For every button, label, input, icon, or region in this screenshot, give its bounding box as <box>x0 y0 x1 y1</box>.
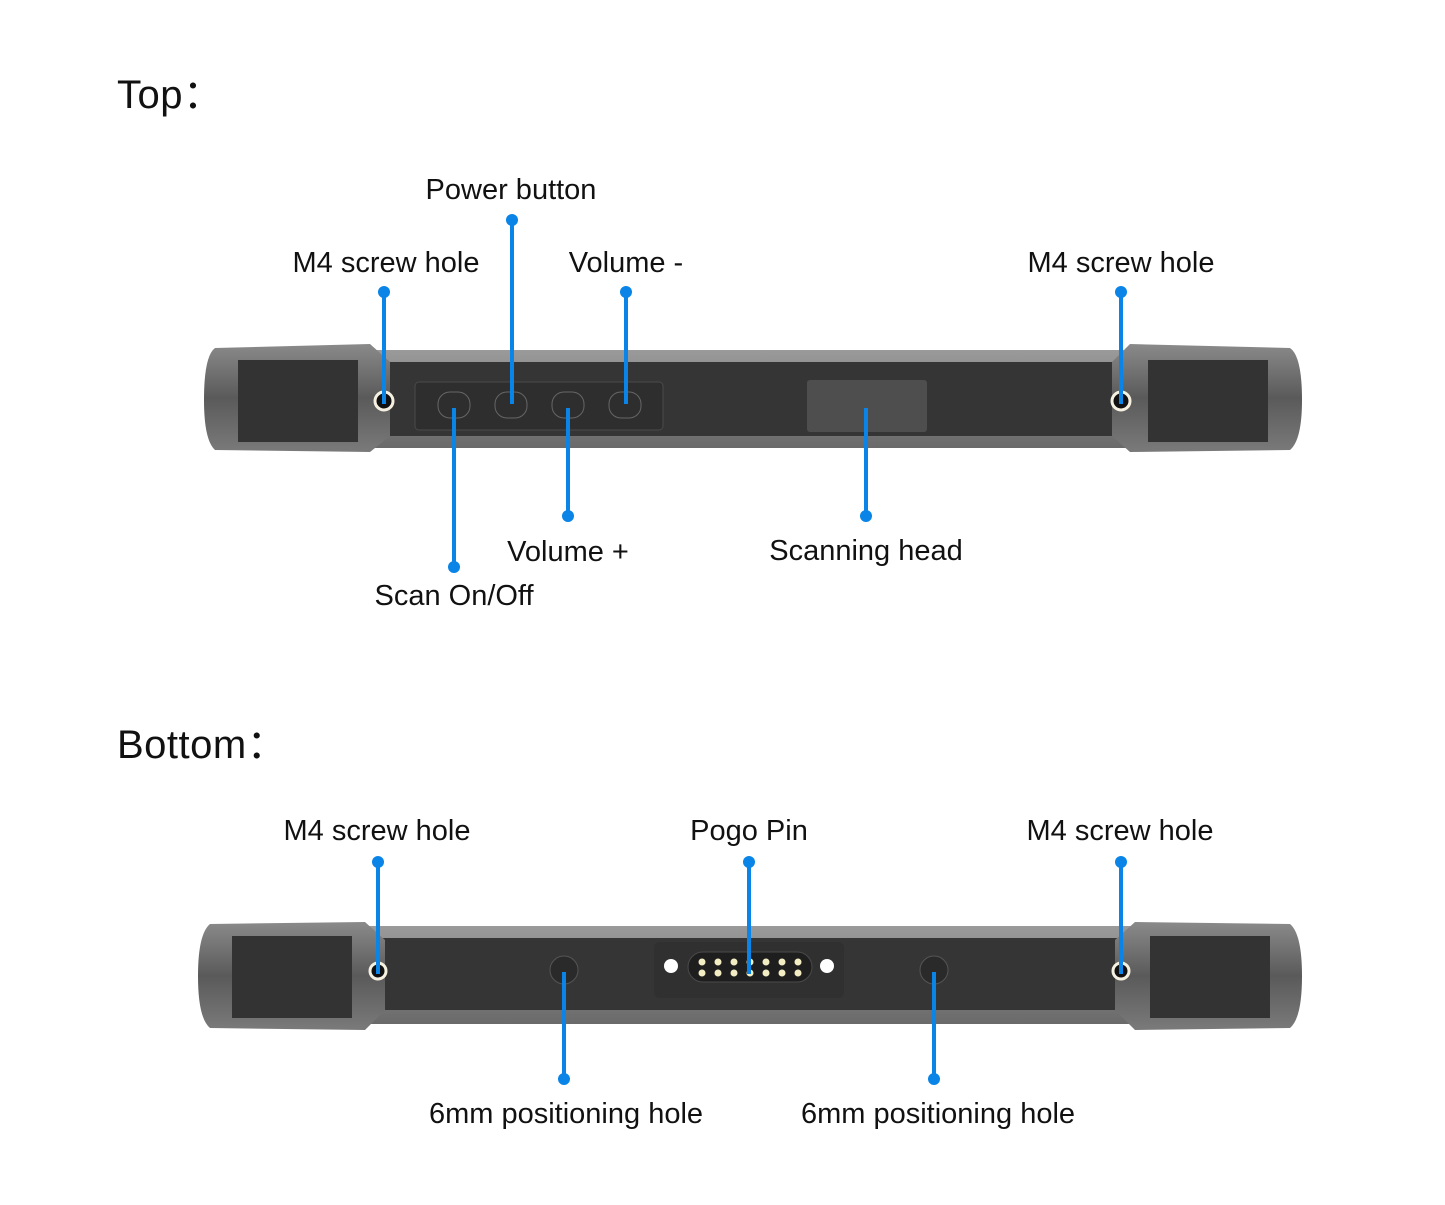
pogo-pin-contact <box>794 969 802 977</box>
pogo-pin-contact <box>714 958 722 966</box>
label-volume-minus: Volume - <box>568 247 684 279</box>
label-bottom-m4-right: M4 screw hole <box>1026 815 1214 847</box>
pogo-guide-left <box>664 959 678 973</box>
pogo-pin-contact <box>698 969 706 977</box>
bottom-left-cap-inner <box>232 936 352 1018</box>
pogo-pin-contact <box>714 969 722 977</box>
top-right-cap-inner <box>1148 360 1268 442</box>
pogo-pin-contact <box>762 969 770 977</box>
pogo-pin-contact <box>730 958 738 966</box>
pogo-pin-contact <box>794 958 802 966</box>
pogo-pin-contact <box>698 958 706 966</box>
label-top-m4-right: M4 screw hole <box>1027 247 1215 279</box>
label-top-m4-left: M4 screw hole <box>292 247 480 279</box>
pogo-pin-contact <box>778 958 786 966</box>
bottom-right-cap-inner <box>1150 936 1270 1018</box>
label-positioning-right: 6mm positioning hole <box>800 1098 1076 1130</box>
label-positioning-left: 6mm positioning hole <box>428 1098 704 1130</box>
label-scanning-head: Scanning head <box>769 535 963 567</box>
top-callouts <box>378 214 1127 573</box>
pogo-pin-contact <box>762 958 770 966</box>
pogo-pin-contact <box>730 969 738 977</box>
pogo-guide-right <box>820 959 834 973</box>
top-button-panel <box>414 381 664 431</box>
scanning-head-window <box>807 380 927 432</box>
top-left-cap-inner <box>238 360 358 442</box>
label-scan-onoff: Scan On/Off <box>374 580 534 612</box>
top-section-title: Top： <box>117 73 224 117</box>
label-volume-plus: Volume + <box>507 536 629 568</box>
bottom-callouts <box>372 856 1127 1085</box>
label-pogo-pin: Pogo Pin <box>690 815 808 847</box>
label-bottom-m4-left: M4 screw hole <box>283 815 471 847</box>
pogo-pin-contact <box>778 969 786 977</box>
pogo-pins <box>698 958 802 977</box>
top-device-body <box>204 344 1302 452</box>
label-power-button: Power button <box>425 174 597 206</box>
bottom-section-title: Bottom： <box>117 723 288 767</box>
bottom-device-body <box>198 922 1302 1030</box>
